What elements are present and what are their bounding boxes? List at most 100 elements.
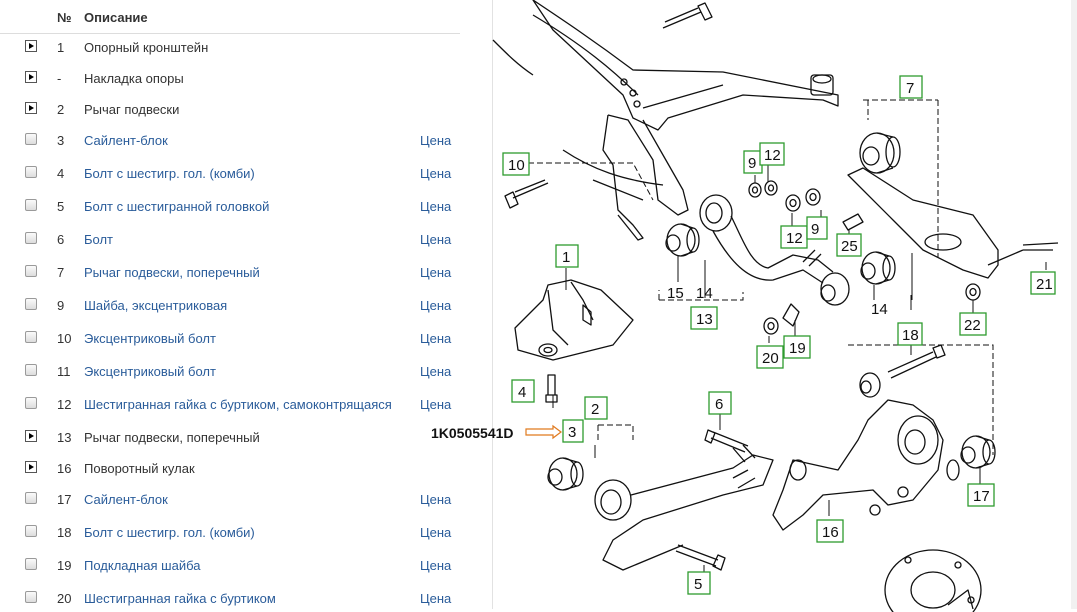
price-link[interactable]: Цена [420,298,452,313]
bolt-18-drawing [887,344,946,379]
bolt-5-drawing [675,544,726,571]
expand-arrow-icon[interactable] [25,102,37,114]
row-description: Опорный кронштейн [84,40,209,55]
column-header-number: № [57,10,72,25]
row-checkbox[interactable] [25,232,37,244]
row-description[interactable]: Шестигранная гайка с буртиком [84,591,276,606]
price-link[interactable]: Цена [420,525,452,540]
price-link[interactable]: Цена [420,364,452,379]
row-number: 2 [57,102,65,117]
row-checkbox[interactable] [25,397,37,409]
expand-arrow-icon[interactable] [25,430,37,442]
row-description[interactable]: Эксцентриковый болт [84,364,216,379]
table-header: № Описание [0,0,460,34]
row-number: 4 [57,166,65,181]
row-description[interactable]: Рычаг подвески, поперечный [84,265,260,280]
row-number: 10 [57,331,72,346]
callout-16: 16 [822,524,839,541]
row-description[interactable]: Эксцентриковый болт [84,331,216,346]
table-row[interactable]: 18 Болт с шестигр. гол. (комби) Цена [0,518,460,546]
vertical-scrollbar[interactable] [1071,0,1077,609]
callout-19: 19 [789,340,806,357]
row-description[interactable]: Сайлент-блок [84,133,168,148]
part-number-arrow-icon [525,424,562,440]
callout-2: 2 [591,401,599,418]
row-number: 11 [57,364,71,379]
row-checkbox[interactable] [25,133,37,145]
callout-6: 6 [715,396,723,413]
row-description[interactable]: Подкладная шайба [84,558,201,573]
callout-7: 7 [906,80,914,97]
price-link[interactable]: Цена [420,133,452,148]
table-row[interactable]: 5 Болт с шестигранной головкой Цена [0,192,460,220]
row-description[interactable]: Сайлент-блок [84,492,168,507]
row-number: 16 [57,461,72,476]
expand-arrow-icon[interactable] [25,40,37,52]
expand-arrow-icon[interactable] [25,71,37,83]
row-number: - [57,71,62,86]
table-row[interactable]: 10 Эксцентриковый болт Цена [0,324,460,352]
row-checkbox[interactable] [25,558,37,570]
price-link[interactable]: Цена [420,166,452,181]
price-link[interactable]: Цена [420,331,452,346]
price-link[interactable]: Цена [420,397,452,412]
row-checkbox[interactable] [25,492,37,504]
row-checkbox[interactable] [25,525,37,537]
callout-9b: 9 [811,221,819,238]
callout-labels: 7 10 9 12 12 9 25 1 15 14 13 14 21 22 18… [502,75,1056,595]
row-description[interactable]: Шайба, эксцентриковая [84,298,228,313]
part-number-label[interactable]: 1K0505541D [431,425,514,441]
table-row[interactable]: 4 Болт с шестигр. гол. (комби) Цена [0,159,460,187]
row-number: 18 [57,525,72,540]
row-checkbox[interactable] [25,166,37,178]
exploded-diagram[interactable]: 7 10 9 12 12 9 25 1 15 14 13 14 21 22 18… [431,0,1077,612]
row-checkbox[interactable] [25,298,37,310]
row-checkbox[interactable] [25,591,37,603]
price-link[interactable]: Цена [420,591,452,606]
row-description[interactable]: Болт [84,232,114,247]
row-checkbox[interactable] [25,199,37,211]
callout-17: 17 [973,488,990,505]
suspension-diagram-svg: 7 10 9 12 12 9 25 1 15 14 13 14 21 22 18… [431,0,1059,612]
row-description[interactable]: Болт с шестигр. гол. (комби) [84,525,255,540]
callout-22: 22 [964,317,981,334]
callout-15: 15 [667,285,684,302]
price-link[interactable]: Цена [420,492,452,507]
table-row[interactable]: -Накладка опоры [0,64,460,92]
callout-14a: 14 [696,285,713,302]
row-description: Поворотный кулак [84,461,195,476]
callout-14b: 14 [871,301,888,318]
table-row[interactable]: 16 Поворотный кулак [0,454,460,482]
row-checkbox[interactable] [25,331,37,343]
row-description[interactable]: Шестигранная гайка с буртиком, самоконтр… [84,397,392,412]
control-arm-13-drawing [699,194,850,306]
leader-lines [528,99,994,455]
row-description[interactable]: Болт с шестигр. гол. (комби) [84,166,255,181]
row-number: 5 [57,199,65,214]
price-link[interactable]: Цена [420,265,452,280]
callout-13: 13 [696,311,713,328]
table-row[interactable]: 11 Эксцентриковый болт Цена [0,357,460,385]
row-description[interactable]: Болт с шестигранной головкой [84,199,270,214]
row-checkbox[interactable] [25,364,37,376]
row-checkbox[interactable] [25,265,37,277]
price-link[interactable]: Цена [420,558,452,573]
expand-arrow-icon[interactable] [25,461,37,473]
washers-nuts-drawing [748,180,981,335]
price-link[interactable]: Цена [420,232,452,247]
wheel-hub-drawing [884,549,982,612]
price-link[interactable]: Цена [420,199,452,214]
leader-solid [552,165,1047,573]
